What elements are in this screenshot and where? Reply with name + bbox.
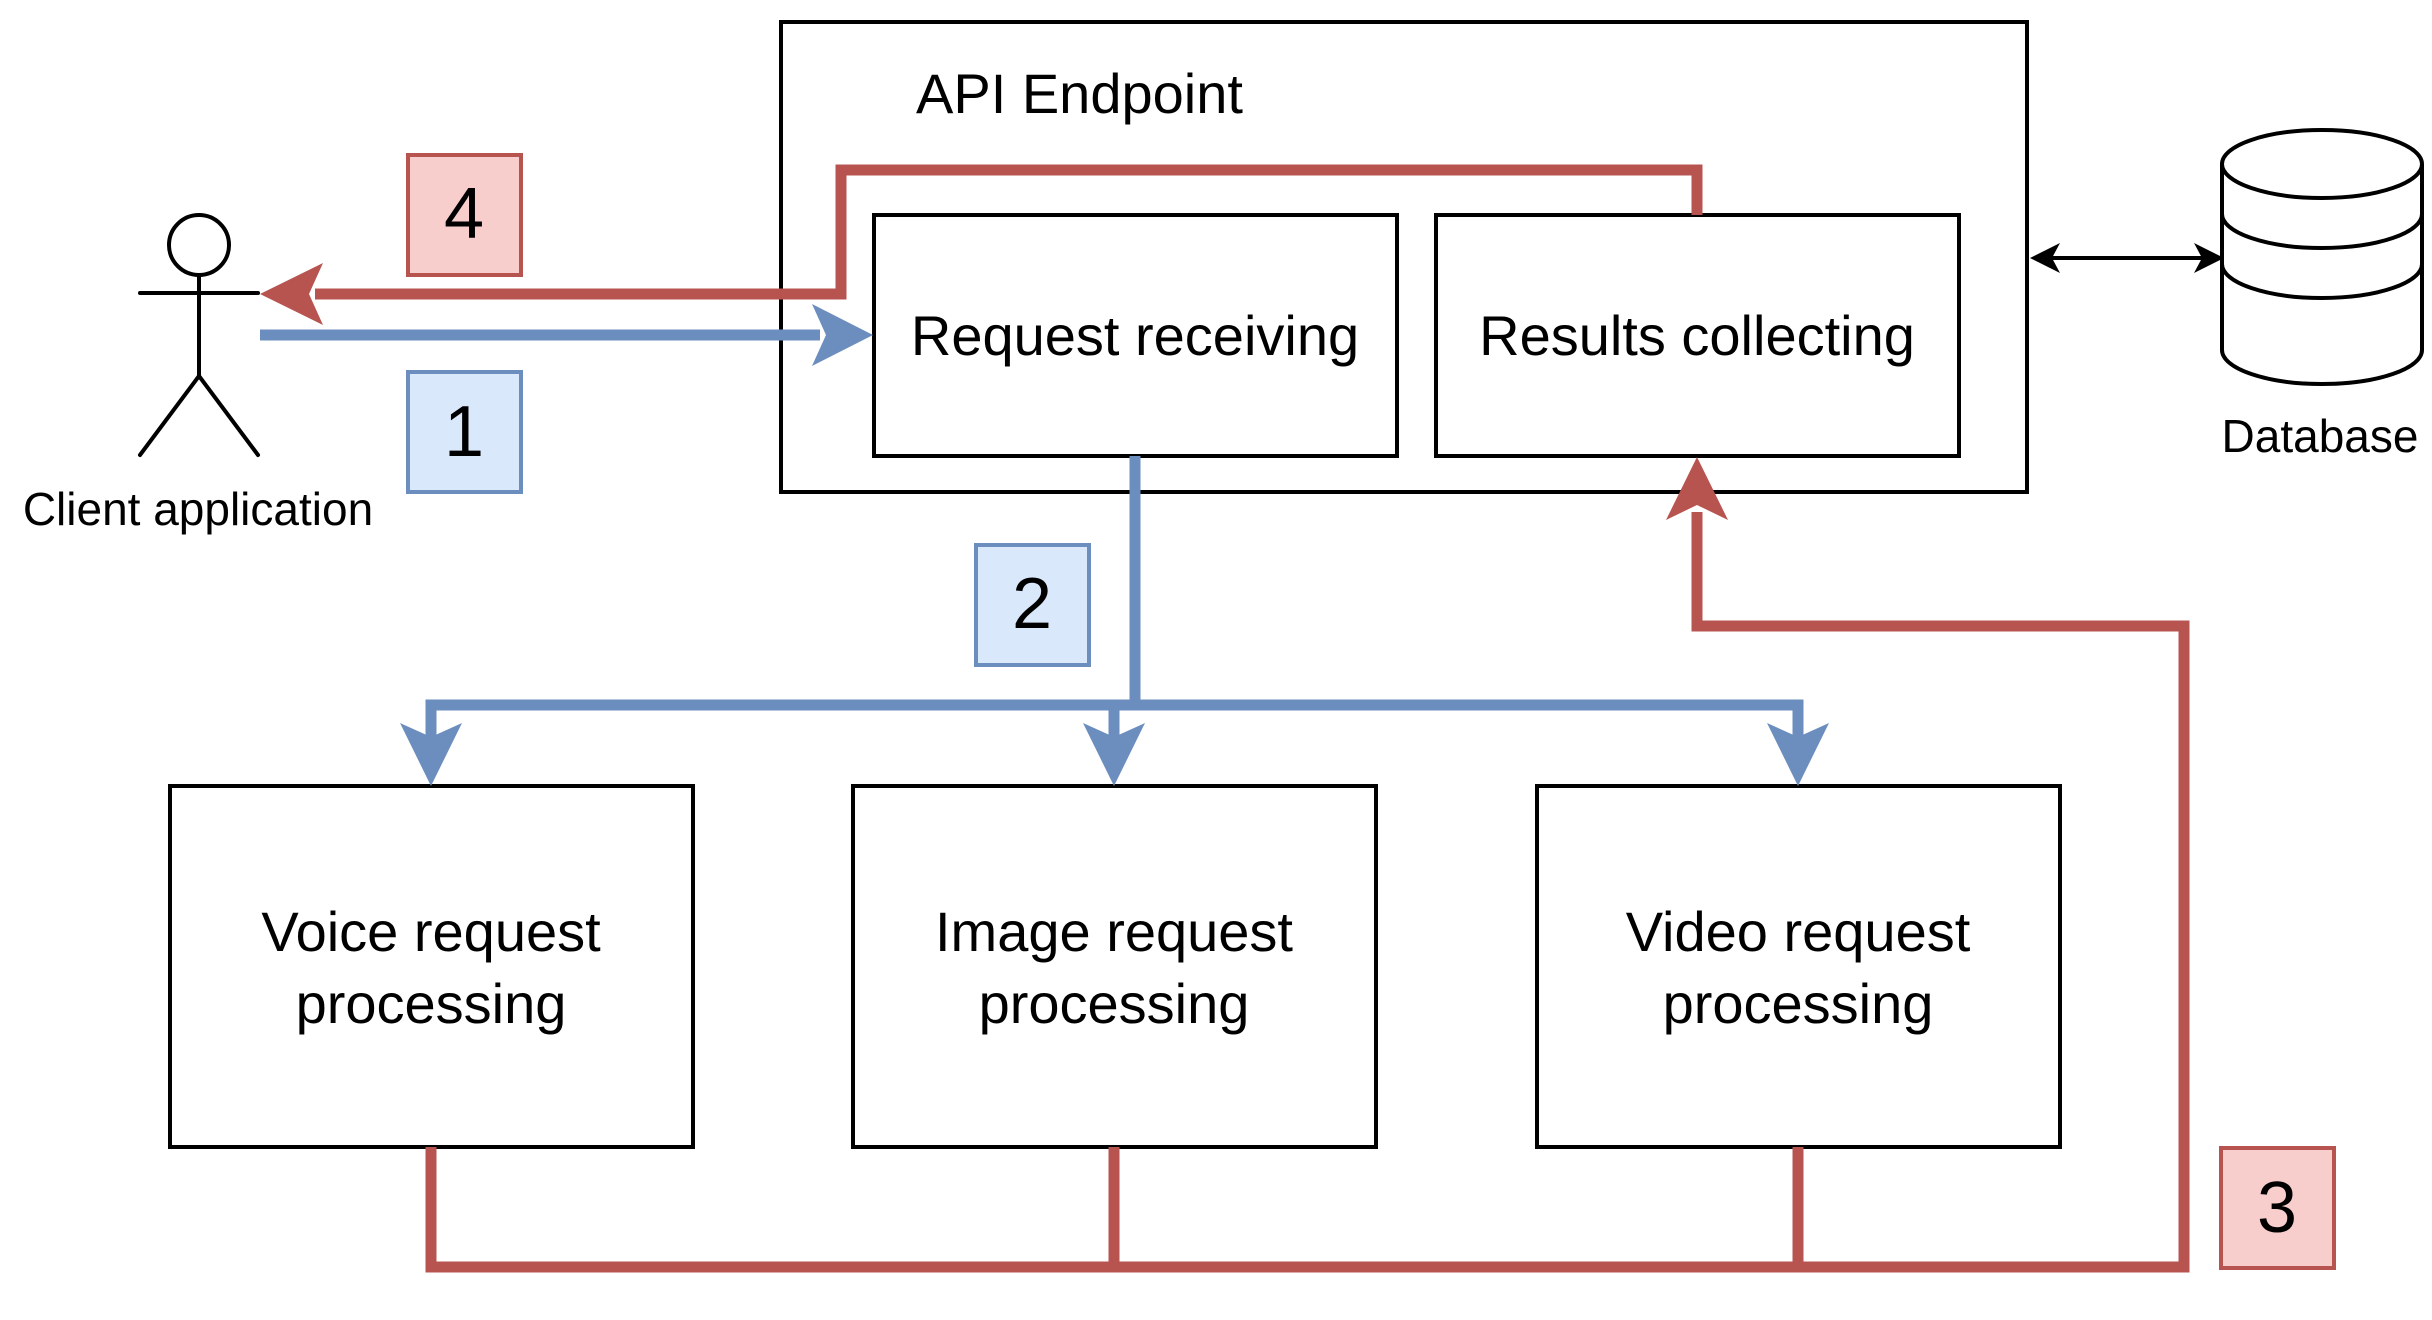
stick-figure-icon	[138, 213, 260, 457]
video-dispatch-arrowhead	[1767, 723, 1829, 786]
database-connection-arrowhead-right	[2194, 243, 2224, 273]
voice-processing-box	[168, 784, 695, 1149]
results-return-arrows	[425, 457, 2190, 1273]
voice-processing-label-line2: processing	[296, 972, 567, 1035]
request-receiving-box	[872, 213, 1399, 458]
database-label: Database	[2222, 410, 2419, 462]
api-endpoint-label: API Endpoint	[916, 62, 1243, 125]
step-badge-3-label: 3	[2257, 1168, 2297, 1248]
voice-dispatch-arrowhead	[400, 723, 462, 786]
response-to-client-arrowhead	[260, 263, 323, 325]
step-badge-3: 3	[2219, 1146, 2336, 1270]
video-processing-label-line2: processing	[1663, 972, 1934, 1035]
voice-processing-label-line1: Voice request	[261, 900, 601, 963]
database-connection-arrowhead-left	[2030, 243, 2060, 273]
client-application-label: Client application	[23, 483, 373, 535]
dispatch-arrows	[400, 456, 1829, 786]
step-badge-2: 2	[974, 543, 1091, 667]
database-cylinder-icon	[2220, 128, 2424, 386]
response-to-client-arrow	[315, 164, 1703, 300]
step-badge-4-label: 4	[444, 174, 484, 254]
video-processing-box	[1535, 784, 2062, 1149]
results-collecting-label: Results collecting	[1479, 304, 1915, 367]
image-processing-box	[851, 784, 1378, 1149]
image-dispatch-arrowhead	[1083, 723, 1145, 786]
request-receiving-label: Request receiving	[911, 304, 1359, 367]
image-processing-label-line1: Image request	[935, 900, 1293, 963]
video-processing-label-line1: Video request	[1626, 900, 1971, 963]
step-badge-2-label: 2	[1012, 564, 1052, 644]
step-badge-4: 4	[406, 153, 523, 277]
step-badge-1: 1	[406, 370, 523, 494]
results-return-arrowhead	[1666, 457, 1728, 520]
image-processing-label-line2: processing	[979, 972, 1250, 1035]
step-badge-1-label: 1	[444, 392, 484, 472]
client-to-request-arrowhead	[812, 304, 873, 366]
